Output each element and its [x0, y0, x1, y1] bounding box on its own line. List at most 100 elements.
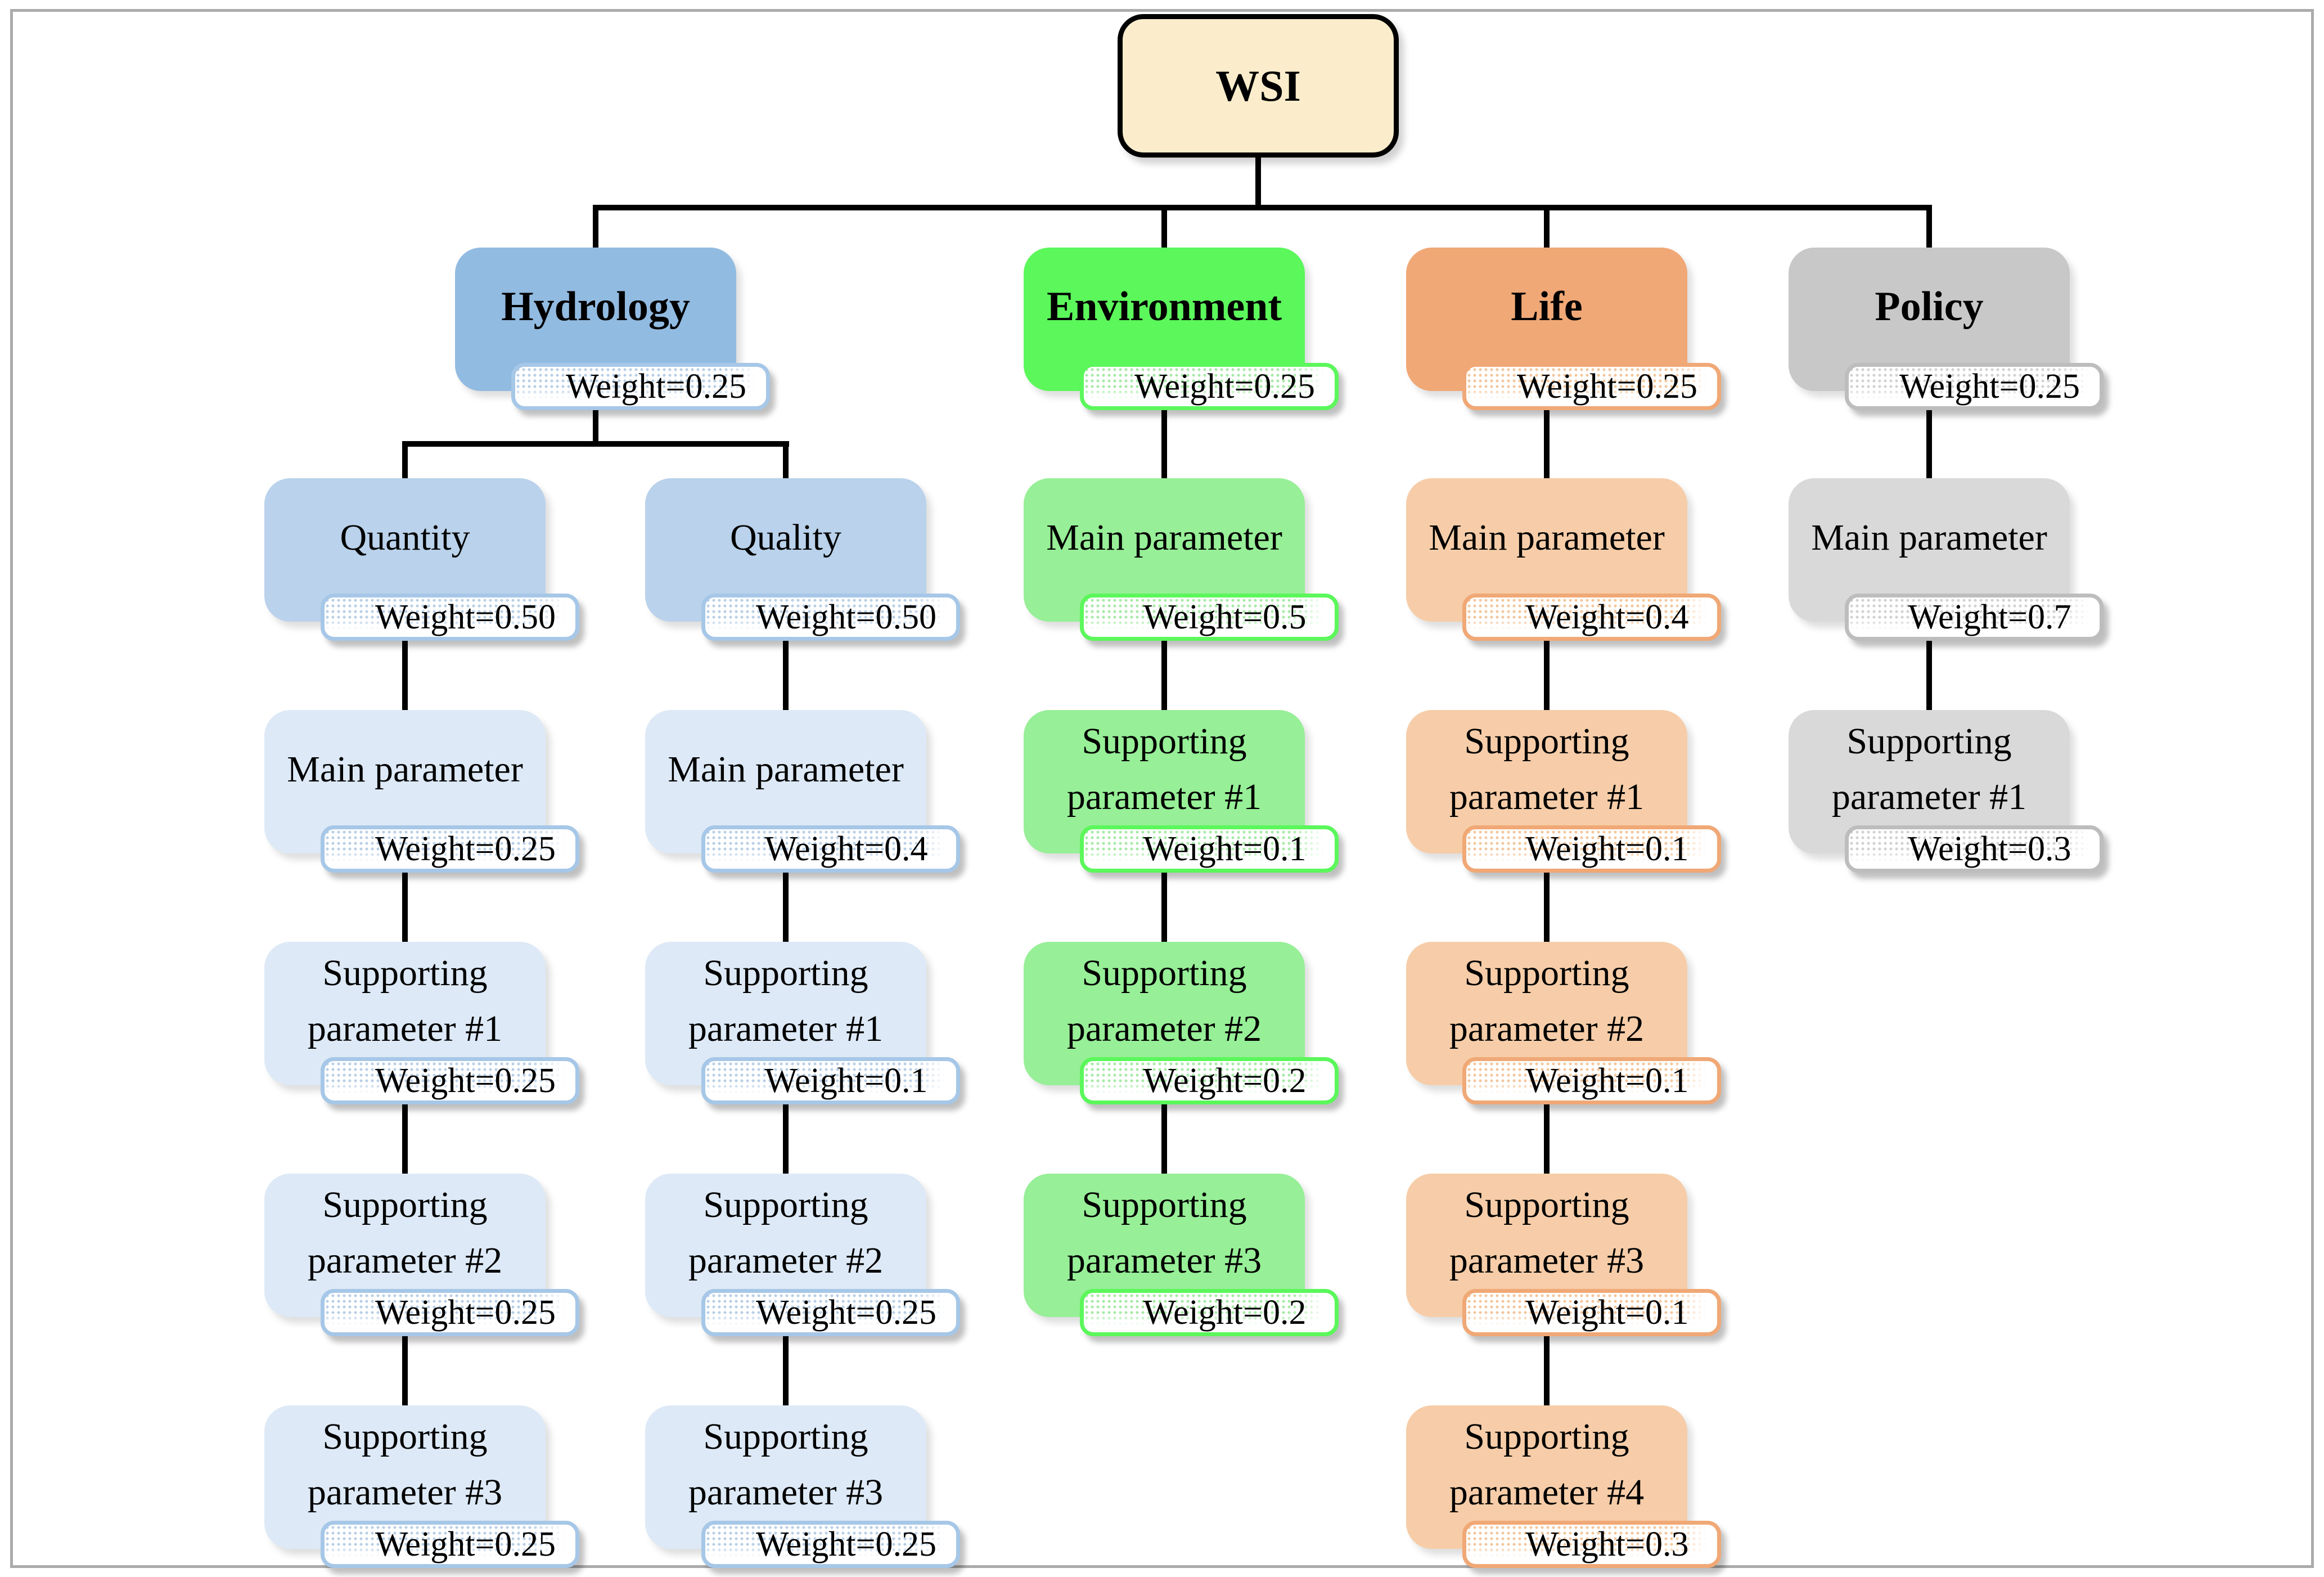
- weight-text: Weight=0.1: [764, 1062, 928, 1100]
- node-label: Supporting parameter #1: [307, 953, 503, 1049]
- connector-line: [1544, 406, 1550, 479]
- weight-badge: Weight=0.1: [1462, 1289, 1721, 1336]
- weight-text: Weight=0.50: [756, 598, 936, 636]
- connector-line: [1161, 869, 1167, 943]
- node-quality-label: Quality: [730, 516, 841, 558]
- node-hydrology: Hydrology Weight=0.25: [455, 248, 770, 410]
- node-quality-main-parameter: Main parameter Weight=0.4: [645, 710, 960, 873]
- node-environment: Environment Weight=0.25: [1024, 248, 1339, 410]
- weight-badge: Weight=0.1: [701, 1057, 960, 1104]
- node-quality: Quality Weight=0.50: [645, 478, 960, 641]
- weight-badge: Weight=0.4: [1462, 594, 1721, 641]
- connector-line: [1161, 1101, 1167, 1175]
- connector-line: [402, 441, 789, 447]
- node-life-label: Life: [1511, 283, 1583, 330]
- node-hydrology-label: Hydrology: [501, 283, 690, 330]
- node-quality-supporting-1: Supporting parameter #1 Weight=0.1: [645, 942, 960, 1104]
- connector-line: [1926, 205, 1932, 250]
- weight-badge: Weight=0.1: [1080, 825, 1339, 873]
- node-life-supporting-2: Supporting parameter #2 Weight=0.1: [1406, 942, 1721, 1104]
- node-environment-supporting-1: Supporting parameter #1 Weight=0.1: [1024, 710, 1339, 873]
- connector-line: [1161, 205, 1167, 250]
- connector-line: [593, 406, 598, 443]
- node-label: Supporting parameter #3: [1066, 1184, 1262, 1281]
- weight-badge: Weight=0.25: [701, 1289, 960, 1336]
- weight-badge: Weight=0.25: [321, 1289, 579, 1336]
- weight-badge: Weight=0.50: [701, 594, 960, 641]
- weight-text: Weight=0.25: [1899, 367, 2080, 406]
- node-quantity-supporting-1: Supporting parameter #1 Weight=0.25: [264, 942, 579, 1104]
- node-environment-supporting-2: Supporting parameter #2 Weight=0.2: [1024, 942, 1339, 1104]
- node-label: Main parameter: [1046, 516, 1282, 558]
- connector-line: [402, 637, 408, 711]
- connector-line: [1255, 156, 1261, 207]
- node-label: Main parameter: [1811, 516, 2047, 558]
- node-quality-supporting-2: Supporting parameter #2 Weight=0.25: [645, 1174, 960, 1336]
- weight-badge: Weight=0.50: [321, 594, 579, 641]
- weight-text: Weight=0.25: [756, 1293, 936, 1332]
- node-life-supporting-4: Supporting parameter #4 Weight=0.3: [1406, 1405, 1721, 1568]
- node-label: Supporting parameter #2: [688, 1184, 884, 1281]
- node-life-supporting-1: Supporting parameter #1 Weight=0.1: [1406, 710, 1721, 873]
- node-environment-supporting-3: Supporting parameter #3 Weight=0.2: [1024, 1174, 1339, 1336]
- connector-line: [1544, 1333, 1550, 1407]
- weight-text: Weight=0.25: [1134, 367, 1315, 406]
- node-life-main-parameter: Main parameter Weight=0.4: [1406, 478, 1721, 641]
- weight-text: Weight=0.1: [1525, 1062, 1689, 1100]
- node-label: Supporting parameter #1: [1831, 721, 2027, 817]
- weight-badge: Weight=0.7: [1845, 594, 2104, 641]
- node-environment-label: Environment: [1046, 283, 1282, 330]
- node-label: Supporting parameter #3: [688, 1416, 884, 1513]
- connector-line: [1161, 406, 1167, 479]
- connector-line: [402, 1101, 408, 1175]
- node-wsi-label: WSI: [1215, 61, 1301, 110]
- node-policy-main-parameter: Main parameter Weight=0.7: [1789, 478, 2104, 641]
- node-wsi: WSI: [1118, 14, 1399, 158]
- connector-line: [783, 441, 789, 479]
- weight-badge: Weight=0.25: [321, 1057, 579, 1104]
- weight-text: Weight=0.25: [375, 1525, 556, 1563]
- weight-text: Weight=0.4: [764, 830, 928, 868]
- connector-line: [783, 869, 789, 943]
- weight-badge: Weight=0.4: [701, 825, 960, 873]
- node-policy: Policy Weight=0.25: [1789, 248, 2104, 410]
- weight-badge: Weight=0.25: [321, 825, 579, 873]
- connector-line: [783, 1101, 789, 1175]
- weight-text: Weight=0.1: [1143, 830, 1307, 868]
- weight-text: Weight=0.1: [1525, 1293, 1689, 1332]
- weight-text: Weight=0.25: [375, 1062, 556, 1100]
- connector-line: [1544, 869, 1550, 943]
- node-quantity-supporting-3: Supporting parameter #3 Weight=0.25: [264, 1405, 579, 1568]
- weight-badge: Weight=0.2: [1080, 1289, 1339, 1336]
- weight-text: Weight=0.4: [1525, 598, 1689, 636]
- weight-text: Weight=0.25: [566, 367, 746, 406]
- node-environment-main-parameter: Main parameter Weight=0.5: [1024, 478, 1339, 641]
- node-quality-supporting-3: Supporting parameter #3 Weight=0.25: [645, 1405, 960, 1568]
- connector-line: [1544, 1101, 1550, 1175]
- node-quantity-main-parameter: Main parameter Weight=0.25: [264, 710, 579, 873]
- connector-line: [783, 637, 789, 711]
- weight-badge: Weight=0.2: [1080, 1057, 1339, 1104]
- weight-badge: Weight=0.3: [1462, 1521, 1721, 1568]
- connector-line: [1926, 406, 1932, 479]
- weight-text: Weight=0.5: [1143, 598, 1307, 636]
- node-label: Supporting parameter #1: [1066, 721, 1262, 817]
- node-quantity-supporting-2: Supporting parameter #2 Weight=0.25: [264, 1174, 579, 1336]
- weight-badge: Weight=0.25: [1462, 363, 1721, 410]
- connector-line: [402, 869, 408, 943]
- node-policy-supporting-1: Supporting parameter #1 Weight=0.3: [1789, 710, 2104, 873]
- node-label: Supporting parameter #2: [307, 1184, 503, 1281]
- node-label: Supporting parameter #3: [1449, 1184, 1645, 1281]
- weight-text: Weight=0.25: [1517, 367, 1697, 406]
- connector-line: [402, 441, 408, 479]
- connector-line: [1926, 637, 1932, 711]
- node-policy-label: Policy: [1875, 283, 1984, 330]
- weight-badge: Weight=0.1: [1462, 825, 1721, 873]
- outer-frame: [10, 9, 2314, 1568]
- weight-text: Weight=0.3: [1525, 1525, 1689, 1563]
- node-label: Main parameter: [668, 748, 904, 790]
- connector-line: [1161, 637, 1167, 711]
- weight-text: Weight=0.2: [1143, 1062, 1307, 1100]
- weight-text: Weight=0.1: [1525, 830, 1689, 868]
